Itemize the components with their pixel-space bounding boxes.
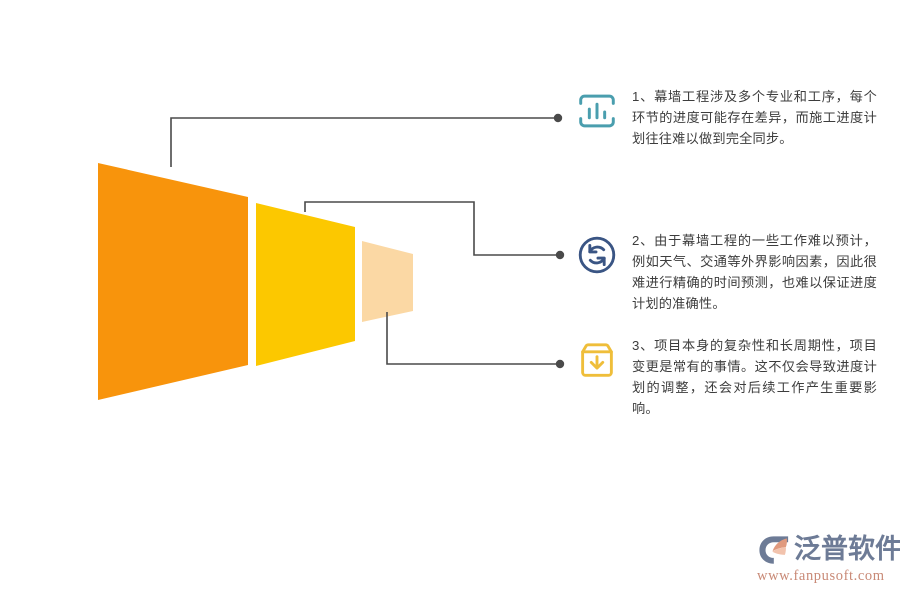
- connector-lines: [170, 117, 557, 365]
- connector-dot-2: [555, 250, 565, 260]
- info-item-2: 2、由于幕墙工程的一些工作难以预计，例如天气、交通等外界影响因素，因此很难进行精…: [574, 230, 877, 314]
- logo-url: www.fanpusoft.com: [757, 568, 885, 584]
- connector-dots: [553, 113, 565, 369]
- info-item-2-text: 2、由于幕墙工程的一些工作难以预计，例如天气、交通等外界影响因素，因此很难进行精…: [632, 233, 877, 311]
- funnel-stage-1: [98, 163, 248, 400]
- info-item-1: 1、幕墙工程涉及多个专业和工序，每个环节的进度可能存在差异，而施工进度计划往往难…: [574, 86, 877, 149]
- logo-wordmark: 泛普软件: [794, 534, 900, 565]
- connector-dot-3: [555, 359, 565, 369]
- funnel-stage-2: [256, 203, 355, 366]
- brand-logo: 泛普软件 www.fanpusoft.com: [757, 531, 900, 593]
- info-item-3: 3、项目本身的复杂性和长周期性，项目变更是常有的事情。这不仅会导致进度计划的调整…: [574, 335, 877, 419]
- connector-dot-1: [553, 113, 563, 123]
- funnel-stage-3: [362, 241, 413, 322]
- logo-row: 泛普软件: [757, 531, 900, 569]
- funnel-stages: [98, 163, 413, 400]
- connector-line-1: [170, 117, 556, 167]
- info-item-3-text: 3、项目本身的复杂性和长周期性，项目变更是常有的事情。这不仅会导致进度计划的调整…: [632, 338, 877, 416]
- info-item-1-text: 1、幕墙工程涉及多个专业和工序，每个环节的进度可能存在差异，而施工进度计划往往难…: [632, 89, 877, 146]
- connector-line-2: [304, 201, 557, 256]
- fanpu-logo-mark-icon: [757, 534, 791, 566]
- refresh-sync-icon: [574, 232, 620, 278]
- connector-line-3: [386, 312, 557, 365]
- bar-chart-icon: [574, 88, 620, 134]
- box-download-icon: [574, 337, 620, 383]
